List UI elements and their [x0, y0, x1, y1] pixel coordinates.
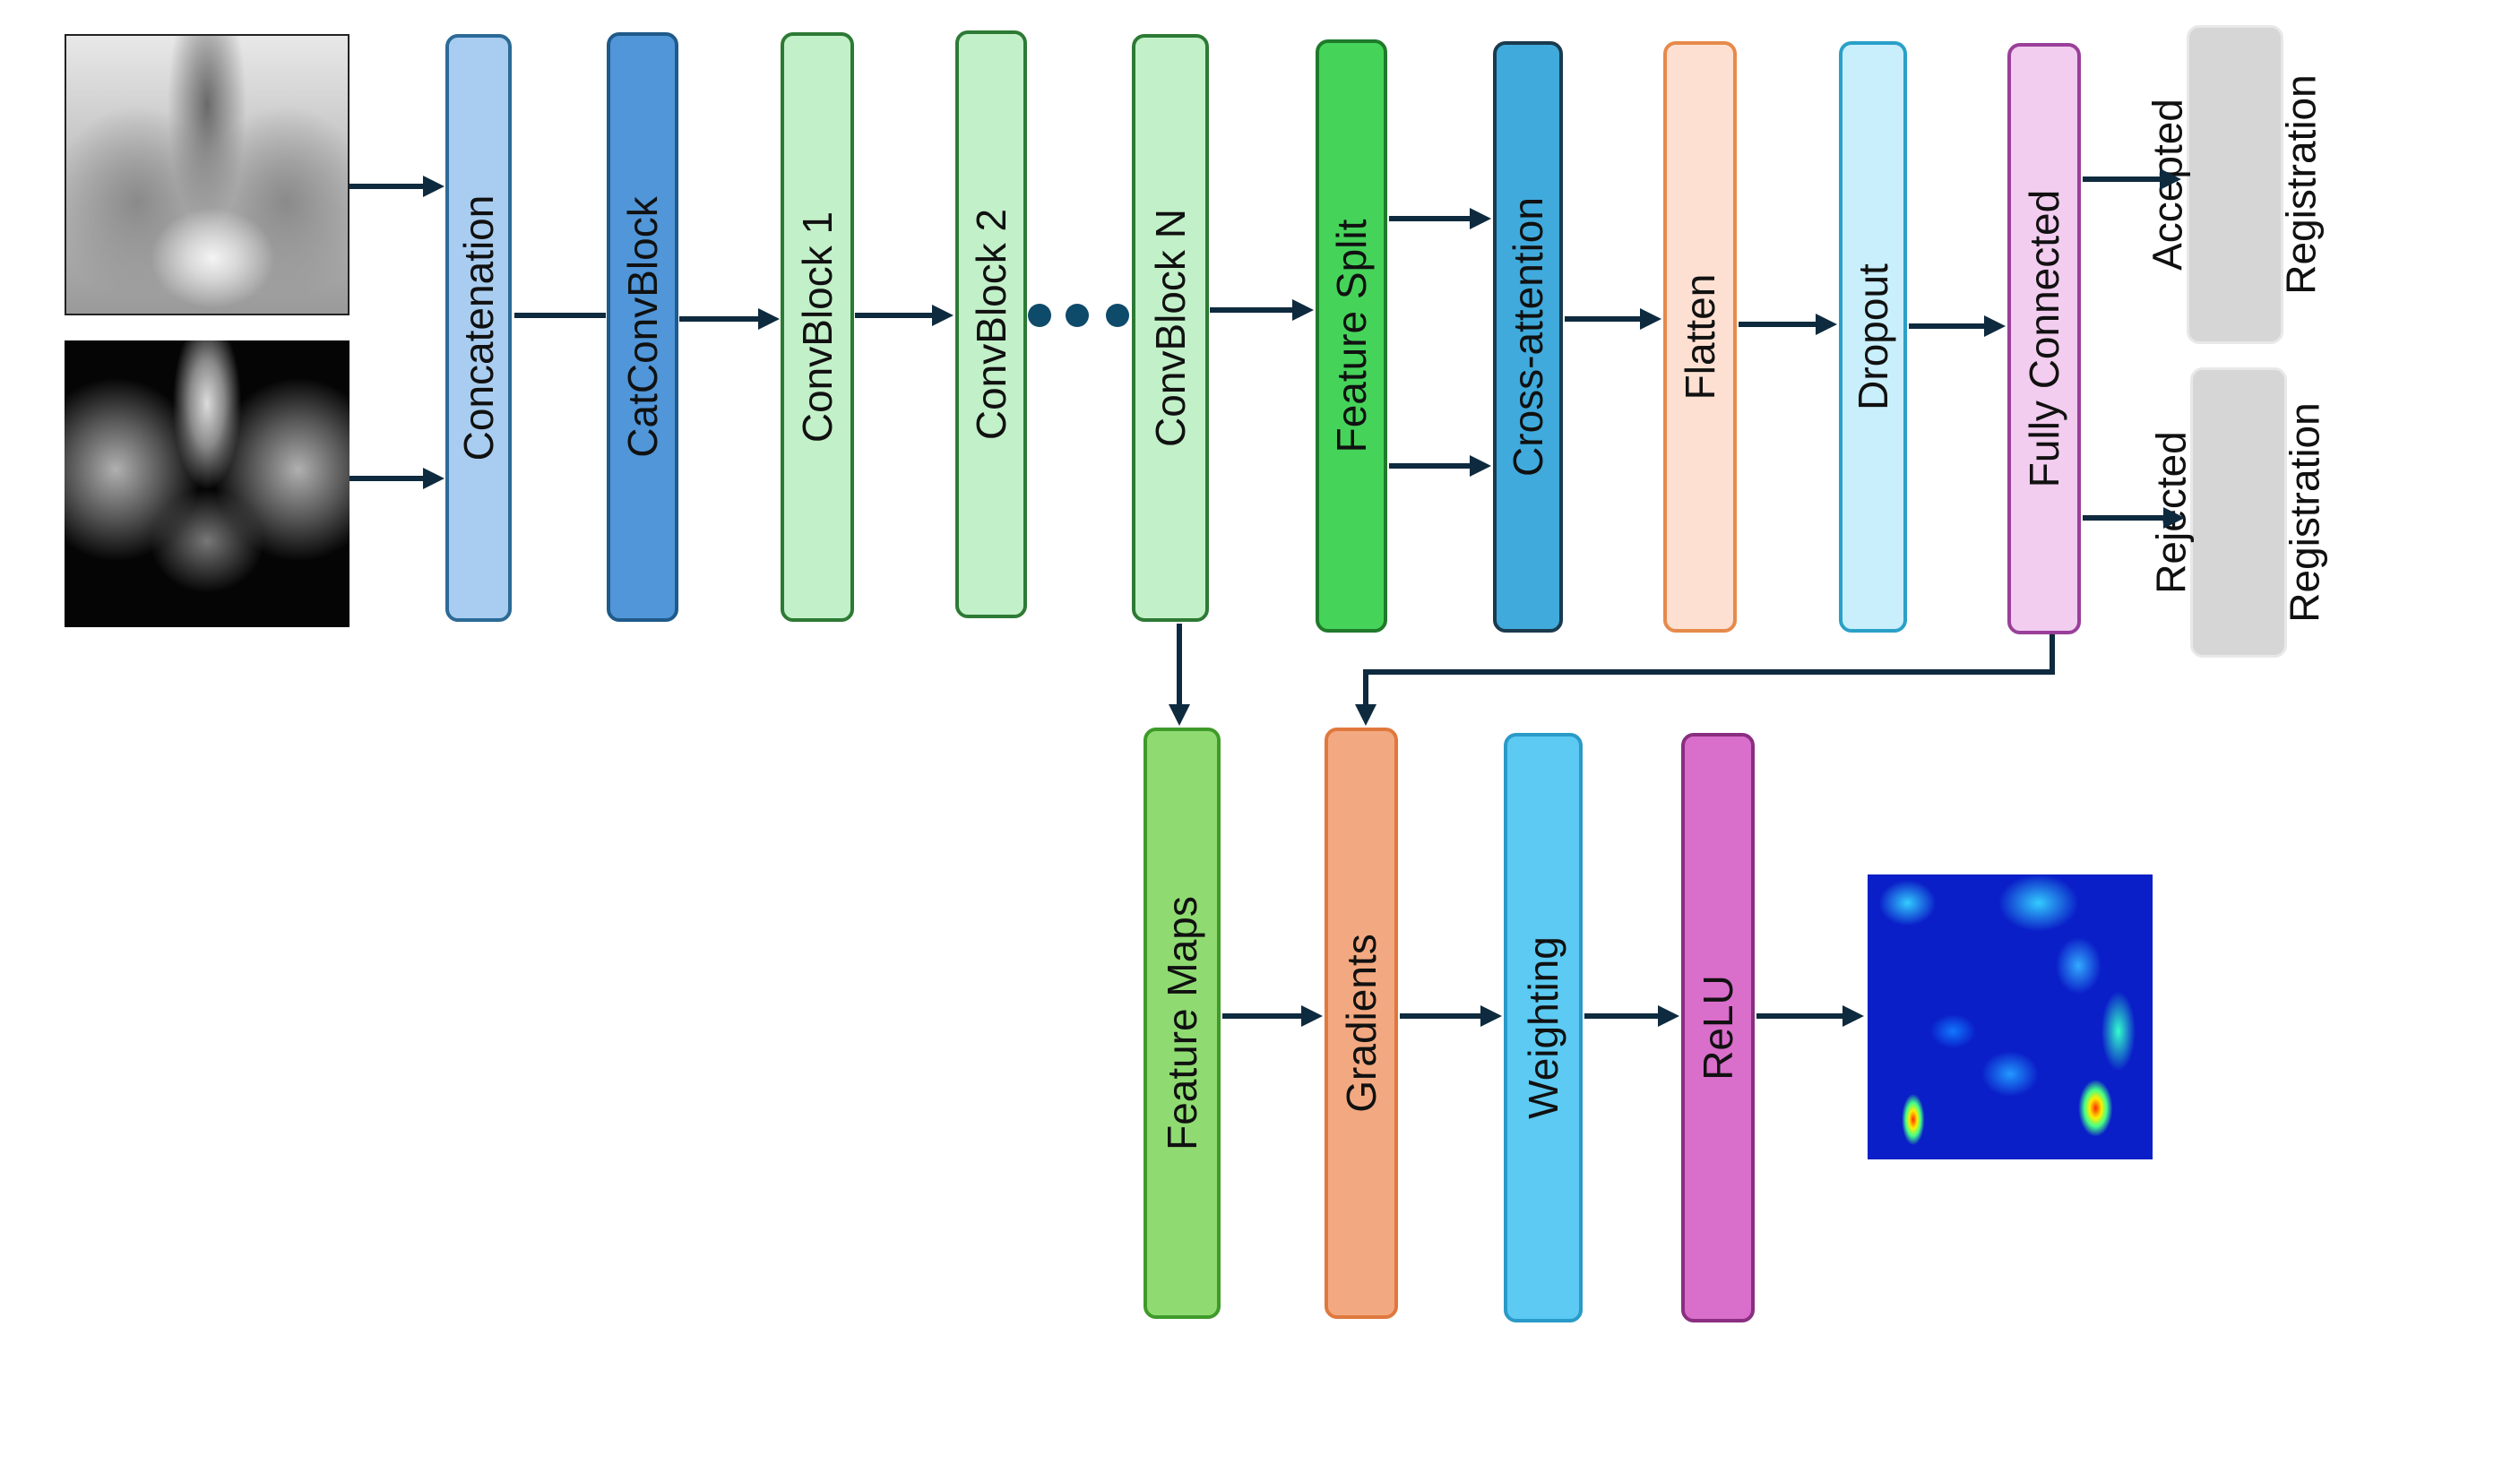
label-relu: ReLU [1695, 975, 1741, 1081]
label-feature-split: Feature Split [1328, 219, 1375, 453]
ellipsis-dot-2 [1066, 304, 1089, 327]
label-dropout: Dropout [1850, 263, 1896, 410]
block-fully-connected: Fully Connected [2007, 43, 2081, 634]
accepted-line-1: Accepted [2144, 99, 2191, 271]
block-convblock-n: ConvBlock N [1132, 34, 1209, 622]
xray-image-fluoroscopy [65, 34, 350, 315]
block-convblock-1: ConvBlock 1 [781, 32, 854, 622]
label-flatten: Flatten [1677, 273, 1723, 401]
accepted-line-2: Registration [2277, 74, 2325, 295]
block-catconvblock: CatConvBlock [607, 32, 678, 622]
label-weighting: Weighting [1520, 936, 1566, 1119]
output-rejected-registration: Rejected Registration [2148, 367, 2328, 658]
block-relu: ReLU [1681, 733, 1755, 1322]
label-accepted-registration: Accepted Registration [2057, 74, 2412, 294]
output-accepted-registration: Accepted Registration [2145, 25, 2325, 344]
label-gradients: Gradients [1338, 934, 1385, 1113]
label-feature-maps: Feature Maps [1159, 896, 1205, 1150]
label-concatenation: Concatenation [455, 194, 502, 461]
label-rejected-registration: Rejected Registration [2060, 402, 2416, 622]
label-convblock-1: ConvBlock 1 [794, 211, 841, 444]
rejected-line-1: Rejected [2147, 431, 2195, 594]
block-dropout: Dropout [1839, 41, 1907, 633]
block-gradients: Gradients [1325, 728, 1398, 1319]
block-weighting: Weighting [1504, 733, 1583, 1322]
block-flatten: Flatten [1663, 41, 1737, 633]
block-feature-maps: Feature Maps [1143, 728, 1221, 1319]
xray-image-drr [65, 340, 350, 627]
block-convblock-2: ConvBlock 2 [955, 30, 1027, 618]
label-convblock-n: ConvBlock N [1147, 209, 1194, 447]
block-concatenation: Concatenation [445, 34, 512, 622]
ellipsis-dot-3 [1106, 304, 1129, 327]
heatmap-image [1868, 874, 2153, 1159]
ellipsis-dot-1 [1028, 304, 1051, 327]
label-catconvblock: CatConvBlock [619, 196, 666, 458]
block-feature-split: Feature Split [1316, 39, 1387, 633]
rejected-line-2: Registration [2281, 402, 2328, 623]
block-cross-attention: Cross-attention [1493, 41, 1563, 633]
label-cross-attention: Cross-attention [1505, 197, 1551, 477]
connector-fc-to-gradients [1355, 634, 2055, 726]
label-convblock-2: ConvBlock 2 [968, 208, 1014, 441]
